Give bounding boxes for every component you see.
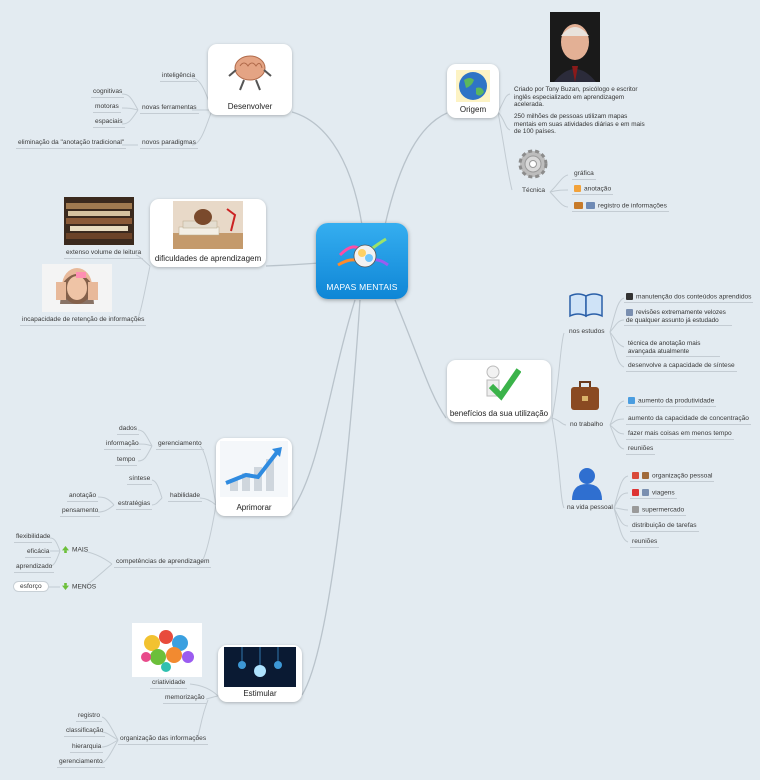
aprimorar-node[interactable]: Aprimorar <box>216 438 292 516</box>
extenso-volume-label[interactable]: extenso volume de leitura <box>64 249 144 259</box>
informacao-label[interactable]: informação <box>104 440 141 450</box>
menos-label[interactable]: MENOS <box>62 583 96 591</box>
sintese-beneficio-item[interactable]: desenvolve a capacidade de síntese <box>626 362 737 372</box>
arrow-up-icon <box>62 546 69 553</box>
brain-character-icon <box>228 55 272 91</box>
habilidade-label[interactable]: habilidade <box>168 492 203 502</box>
brain-arrows-icon <box>337 237 389 268</box>
manutencao-item[interactable]: manutenção dos conteúdos aprendidos <box>624 293 754 304</box>
origem-text-1[interactable]: Criado por Tony Buzan, psicólogo e escri… <box>514 86 638 109</box>
nos-estudos-label[interactable]: nos estudos <box>569 328 605 335</box>
globe-icon <box>456 70 490 102</box>
classificacao-label[interactable]: classificação <box>64 727 106 737</box>
central-title: MAPAS MENTAIS <box>326 282 398 292</box>
reunioes-pessoal-item[interactable]: reuniões <box>630 538 660 548</box>
na-vida-pessoal-label[interactable]: na vida pessoal <box>567 504 613 511</box>
dificuldades-node[interactable]: dificuldades de aprendizagem <box>150 199 266 267</box>
origem-node[interactable]: Origem <box>447 64 499 118</box>
mais-coisas-item[interactable]: fazer mais coisas em menos tempo <box>626 430 734 440</box>
person-icon <box>572 468 602 500</box>
criatividade-label[interactable]: criatividade <box>150 679 188 689</box>
no-trabalho-label[interactable]: no trabalho <box>570 421 603 428</box>
anotacao-item[interactable]: anotação <box>572 185 614 196</box>
arrow-down-icon <box>62 583 69 590</box>
sintese-label[interactable]: síntese <box>127 475 153 485</box>
pencil-icon <box>574 185 581 192</box>
gerenciamento-label[interactable]: gerenciamento <box>156 440 204 450</box>
estrategias-label[interactable]: estratégias <box>116 500 153 510</box>
growth-chart-icon <box>220 441 288 497</box>
light-bulbs-image <box>224 647 296 687</box>
registro-label[interactable]: registro <box>76 712 102 722</box>
beneficios-node[interactable]: benefícios da sua utilização <box>447 360 551 422</box>
gear-icon <box>518 149 548 179</box>
briefcase-icon <box>571 381 599 410</box>
reunioes-trabalho-item[interactable]: reuniões <box>626 445 656 455</box>
beneficios-title: benefícios da sua utilização <box>449 409 549 418</box>
dados-label[interactable]: dados <box>117 425 139 435</box>
folder-icon <box>574 202 583 209</box>
estimular-node[interactable]: Estimular <box>218 645 302 702</box>
organizacao-pessoal-item[interactable]: organização pessoal <box>630 472 715 483</box>
aprimorar-title: Aprimorar <box>236 503 272 512</box>
grafica-label[interactable]: gráfica <box>572 170 596 180</box>
viagens-item[interactable]: viagens <box>630 489 677 500</box>
eliminacao-label[interactable]: eliminação da "anotação tradicional" <box>16 139 127 149</box>
tired-student-photo <box>173 201 243 249</box>
chart-icon <box>628 397 635 404</box>
esforco-label[interactable]: esforço <box>14 582 48 591</box>
memorizacao-label[interactable]: memorização <box>163 694 207 704</box>
registro-informacoes-item[interactable]: registro de informações <box>572 202 669 213</box>
organizacao-informacoes-label[interactable]: organização das informações <box>118 735 209 745</box>
competencias-label[interactable]: competências de aprendizagem <box>114 558 212 568</box>
cognitivas-label[interactable]: cognitivas <box>91 88 125 98</box>
concentracao-item[interactable]: aumento da capacidade de concentração <box>626 415 751 425</box>
mais-label[interactable]: MAIS <box>62 546 88 554</box>
archive-icon <box>642 472 649 479</box>
stressed-woman-photo <box>42 264 112 312</box>
image-icon <box>586 202 595 209</box>
espaciais-label[interactable]: espaciais <box>93 118 125 128</box>
cart-icon <box>632 506 639 513</box>
colorful-gears-brain-image <box>132 623 202 677</box>
open-book-icon <box>569 293 603 318</box>
origem-title: Origem <box>459 105 487 114</box>
airplane-icon <box>642 489 649 496</box>
checkmark-person-icon <box>486 365 521 401</box>
inteligencia-label[interactable]: inteligência <box>160 72 197 82</box>
distribuicao-item[interactable]: distribuição de tarefas <box>630 522 699 532</box>
flexibilidade-label[interactable]: flexibilidade <box>14 533 53 543</box>
tempo-label[interactable]: tempo <box>115 456 138 466</box>
incapacidade-label[interactable]: incapacidade de retenção de informações <box>20 316 147 326</box>
books-stack-photo <box>64 197 134 245</box>
central-topic[interactable]: MAPAS MENTAIS <box>316 223 408 299</box>
eficacia-label[interactable]: eficácia <box>25 548 52 558</box>
tecnica-label[interactable]: Técnica <box>522 187 546 194</box>
car-icon <box>632 489 639 496</box>
floppy-disk-icon <box>626 293 633 300</box>
novas-ferramentas-label[interactable]: novas ferramentas <box>140 104 199 114</box>
dificuldades-title: dificuldades de aprendizagem <box>154 254 262 263</box>
calendar-icon <box>632 472 639 479</box>
motoras-label[interactable]: motoras <box>93 103 121 113</box>
desenvolver-node[interactable]: Desenvolver <box>208 44 292 115</box>
airplane-icon <box>626 309 633 316</box>
estimular-title: Estimular <box>243 689 277 698</box>
aprendizado-label[interactable]: aprendizado <box>14 563 55 573</box>
tecnica-anotacao-item[interactable]: técnica de anotação mais avançada atualm… <box>626 340 720 358</box>
tony-buzan-photo <box>550 12 600 82</box>
revisoes-item[interactable]: revisões extremamente velozes de qualque… <box>624 309 732 327</box>
hierarquia-label[interactable]: hierarquia <box>70 743 104 753</box>
pensamento-label[interactable]: pensamento <box>60 507 101 517</box>
supermercado-item[interactable]: supermercado <box>630 506 687 517</box>
desenvolver-title: Desenvolver <box>227 102 273 111</box>
anotacao-estrategia-label[interactable]: anotação <box>67 492 99 502</box>
gerenciamento-info-label[interactable]: gerenciamento <box>57 758 105 768</box>
novos-paradigmas-label[interactable]: novos paradigmas <box>140 139 198 149</box>
origem-text-2[interactable]: 250 milhões de pessoas utilizam mapas me… <box>514 113 645 136</box>
produtividade-item[interactable]: aumento da produtividade <box>626 397 717 408</box>
